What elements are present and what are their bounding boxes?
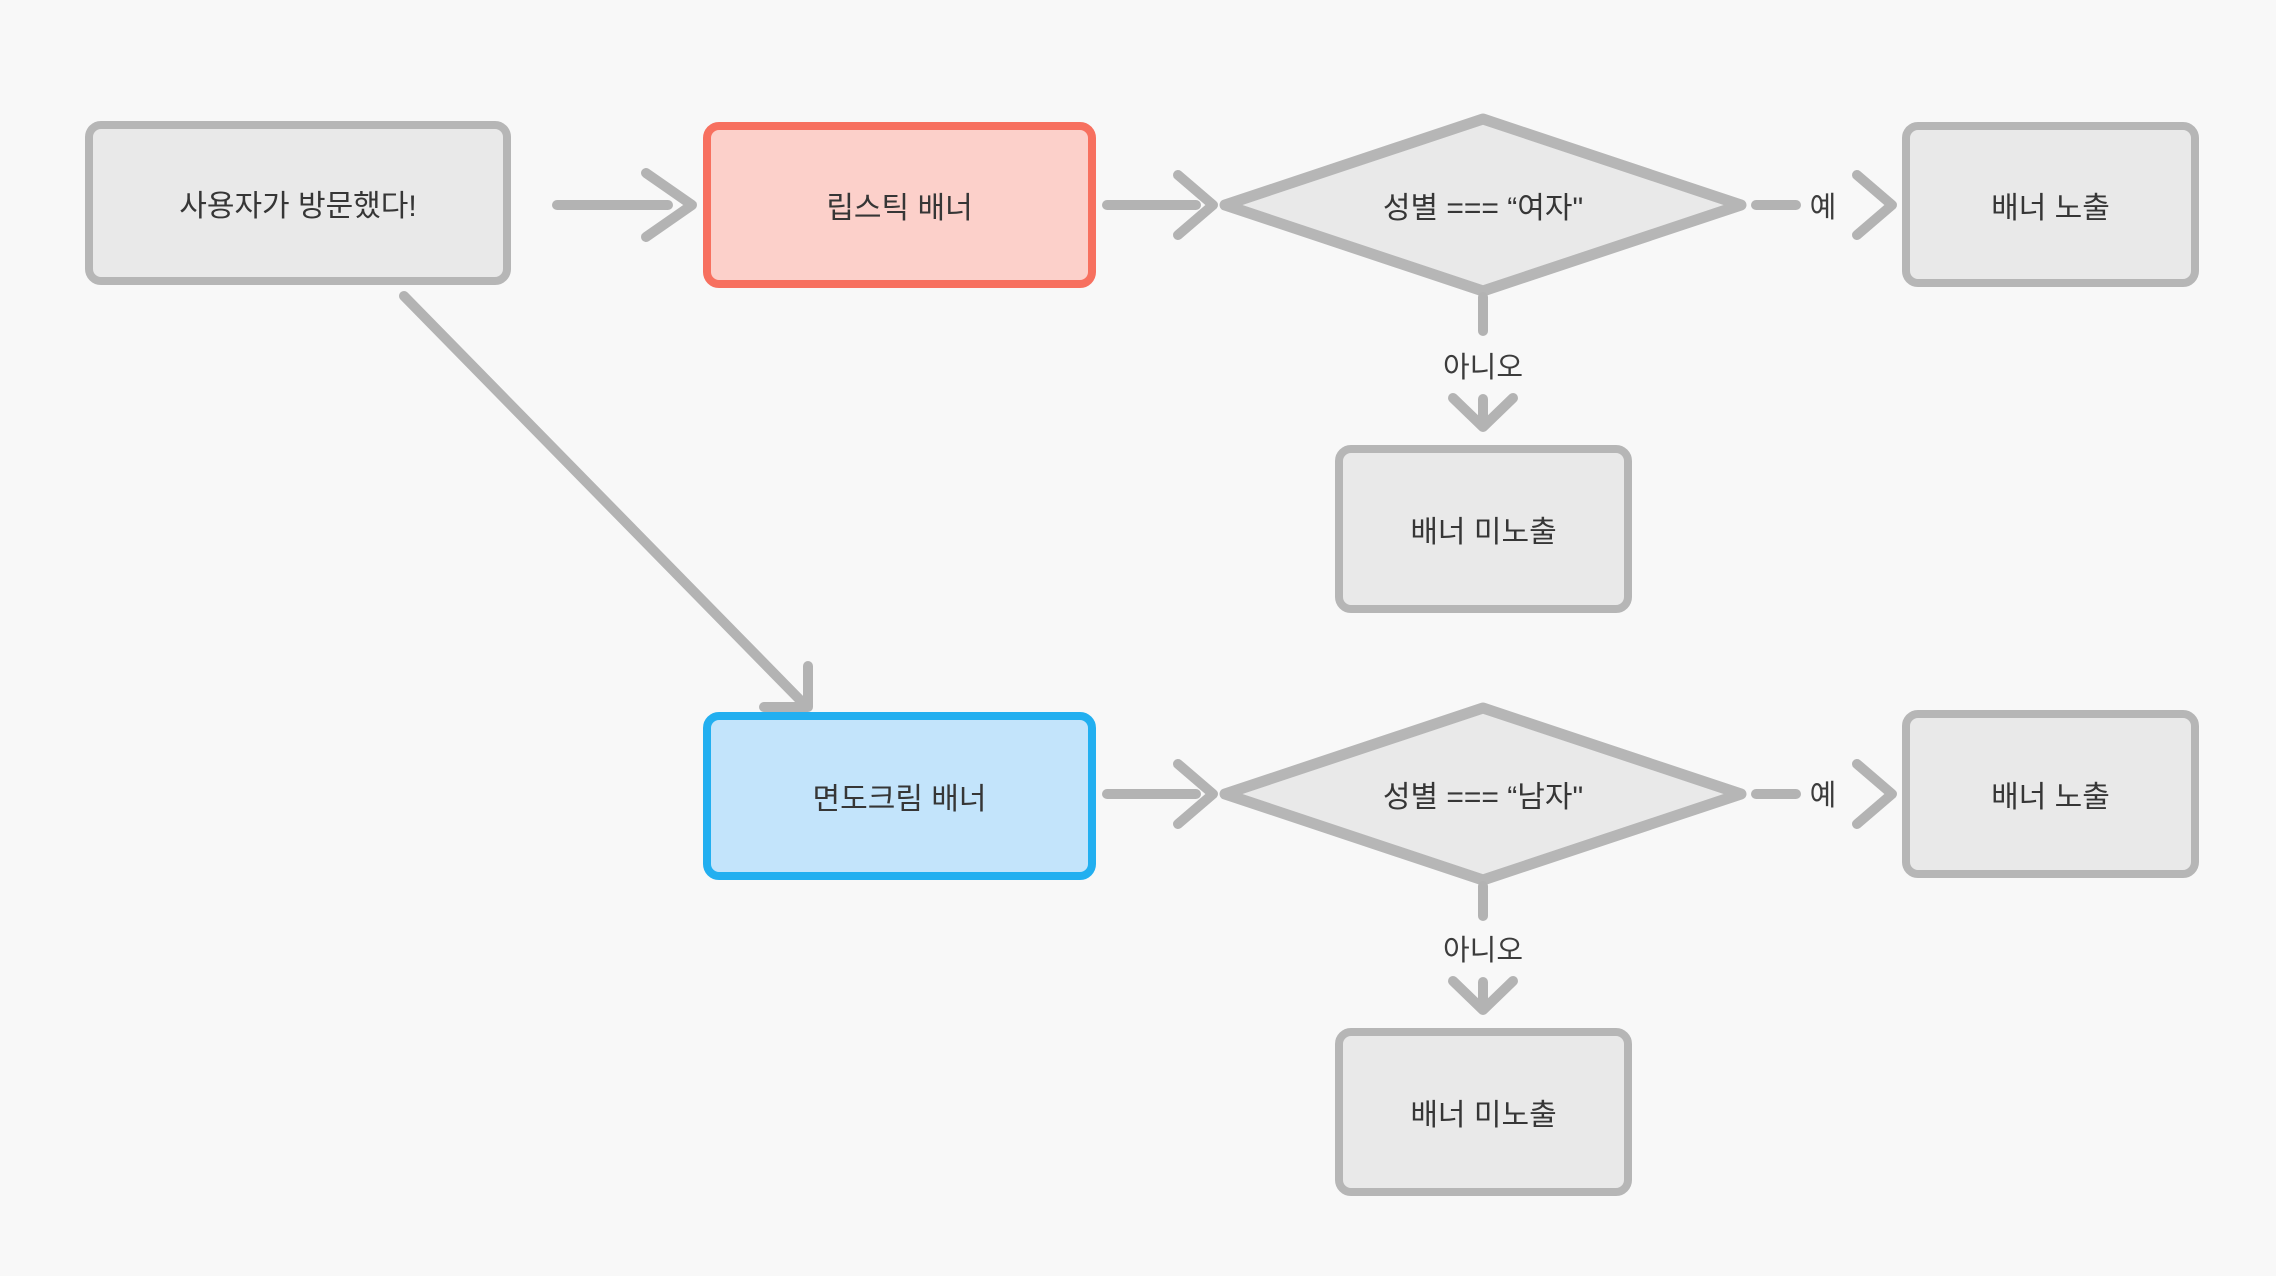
decision-male-label: 성별 === “남자" (1382, 781, 1584, 814)
node-show-banner-female: 배너 노출 (1902, 122, 2199, 287)
edge-label-yes-female: 예 (1809, 192, 1837, 224)
node-start-label: 사용자가 방문했다! (179, 190, 417, 223)
edge-label-no-male: 아니오 (1442, 935, 1524, 967)
node-start: 사용자가 방문했다! (85, 121, 511, 285)
edge-no-male-arrowhead (1448, 976, 1518, 1015)
edge-no-female-arrowhead (1448, 393, 1518, 432)
edge-shaving-to-decision-arrowhead (1173, 759, 1218, 829)
node-show-banner-male-label: 배너 노출 (1991, 781, 2110, 814)
decision-diamond-female (1219, 113, 1747, 297)
node-lipstick-banner-label: 립스틱 배너 (826, 192, 973, 225)
node-hide-banner-male: 배너 미노출 (1335, 1028, 1632, 1196)
edge-start-to-lipstick-arrowhead (641, 168, 697, 242)
node-shaving-cream-banner: 면도크림 배너 (703, 712, 1096, 880)
decision-diamond-male (1219, 702, 1747, 886)
edge-yes-female-arrowhead (1852, 170, 1897, 240)
node-lipstick-banner: 립스틱 배너 (703, 122, 1096, 288)
node-show-banner-female-label: 배너 노출 (1991, 191, 2110, 225)
node-hide-banner-female-label: 배너 미노출 (1410, 516, 1557, 549)
edge-label-yes-male: 예 (1809, 780, 1837, 812)
node-hide-banner-female: 배너 미노출 (1335, 445, 1632, 613)
node-show-banner-male: 배너 노출 (1902, 710, 2199, 878)
edge-label-no-female: 아니오 (1442, 352, 1524, 384)
node-hide-banner-male-label: 배너 미노출 (1410, 1099, 1557, 1132)
node-shaving-cream-banner-label: 면도크림 배너 (812, 783, 987, 816)
edge-lipstick-to-decision-arrowhead (1173, 170, 1218, 240)
decision-female-label: 성별 === “여자" (1382, 192, 1584, 225)
edge-start-to-shaving-arrowhead (759, 661, 813, 712)
edge-start-to-shaving (399, 291, 808, 708)
edge-yes-male-arrowhead (1852, 759, 1897, 829)
